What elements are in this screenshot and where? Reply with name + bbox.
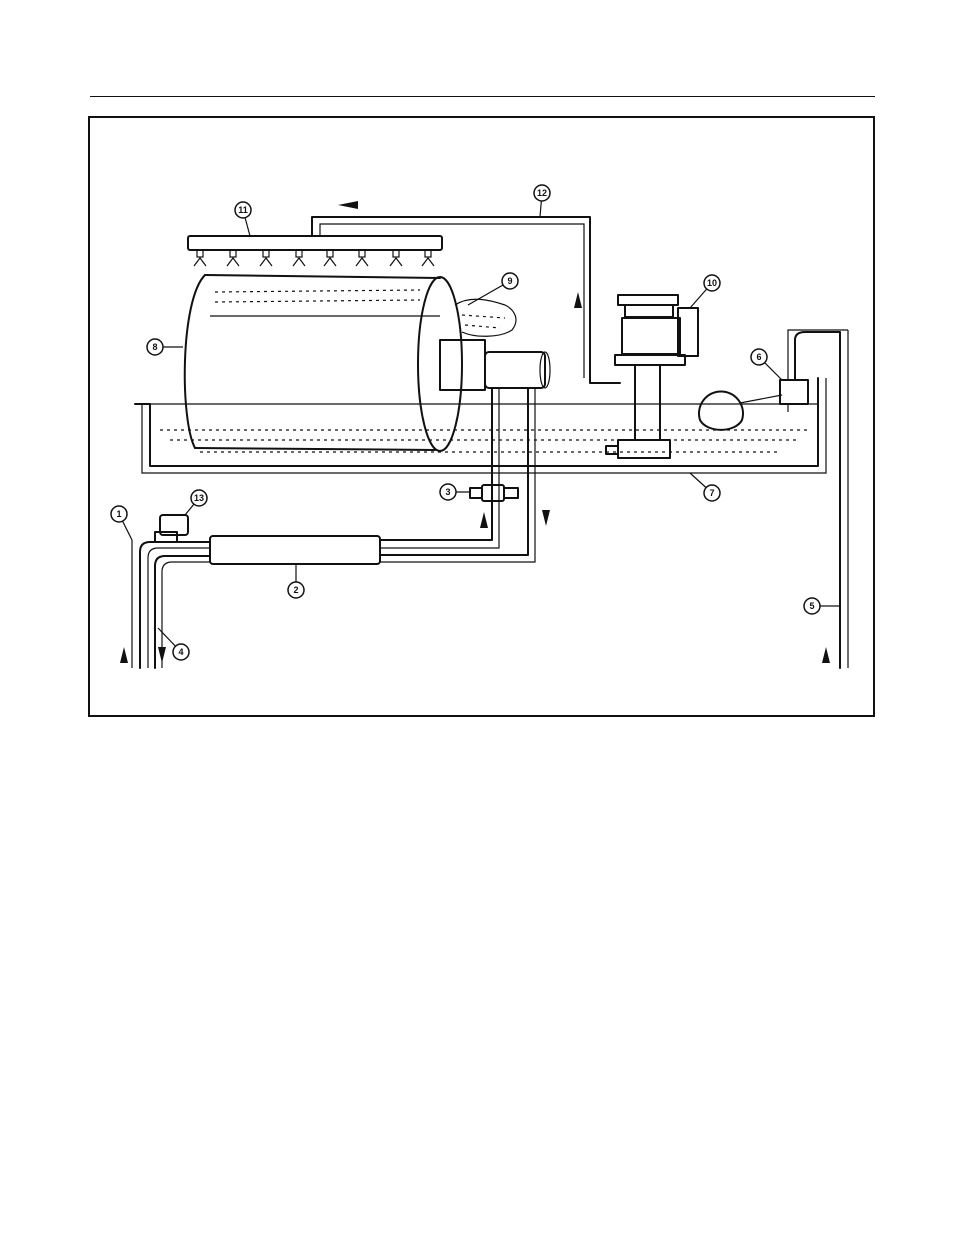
callout-label-2: 2 xyxy=(293,585,298,595)
callout-label-5: 5 xyxy=(809,601,814,611)
callout-1: 1 xyxy=(111,506,127,522)
callout-5: 5 xyxy=(804,598,820,614)
flow-arrows xyxy=(120,201,830,663)
callout-3: 3 xyxy=(440,484,456,500)
nozzle xyxy=(293,250,305,266)
pump-assembly xyxy=(606,295,698,458)
flow-direction-arrow-icon xyxy=(822,647,830,663)
nozzle xyxy=(324,250,336,266)
nozzle xyxy=(194,250,206,266)
callout-label-6: 6 xyxy=(756,352,761,362)
callout-label-7: 7 xyxy=(709,488,714,498)
callout-11: 11 xyxy=(235,202,251,218)
callout-label-9: 9 xyxy=(507,276,512,286)
spray-bar xyxy=(188,236,442,266)
callout-7: 7 xyxy=(704,485,720,501)
flow-direction-arrow-icon xyxy=(542,510,550,526)
callout-label-3: 3 xyxy=(445,487,450,497)
drum-cylinder xyxy=(185,275,462,451)
callout-label-11: 11 xyxy=(238,205,248,215)
flow-direction-arrow-icon xyxy=(120,647,128,663)
flow-direction-arrow-icon xyxy=(480,512,488,528)
flow-direction-arrow-icon xyxy=(574,292,582,308)
callout-label-4: 4 xyxy=(178,647,183,657)
callout-9: 9 xyxy=(502,273,518,289)
flow-direction-arrow-icon xyxy=(158,647,166,663)
nozzle xyxy=(260,250,272,266)
callout-8: 8 xyxy=(147,339,163,355)
callout-4: 4 xyxy=(173,644,189,660)
callout-6: 6 xyxy=(751,349,767,365)
callout-12: 12 xyxy=(534,185,550,201)
callout-label-13: 13 xyxy=(194,493,204,503)
discharge-cloud xyxy=(455,299,516,336)
drum-outlet xyxy=(440,340,550,390)
callout-leaders xyxy=(119,193,840,652)
callout-label-8: 8 xyxy=(152,342,157,352)
callout-label-12: 12 xyxy=(537,188,547,198)
nozzle xyxy=(356,250,368,266)
nozzle xyxy=(422,250,434,266)
callout-2: 2 xyxy=(288,582,304,598)
callout-label-10: 10 xyxy=(707,278,717,288)
callout-13: 13 xyxy=(191,490,207,506)
callout-label-1: 1 xyxy=(116,509,121,519)
nozzle xyxy=(227,250,239,266)
valve xyxy=(470,485,518,501)
nozzle xyxy=(390,250,402,266)
callout-10: 10 xyxy=(704,275,720,291)
flow-direction-arrow-icon xyxy=(338,201,358,209)
solenoid-valve xyxy=(155,515,188,542)
heat-exchanger xyxy=(132,536,380,668)
